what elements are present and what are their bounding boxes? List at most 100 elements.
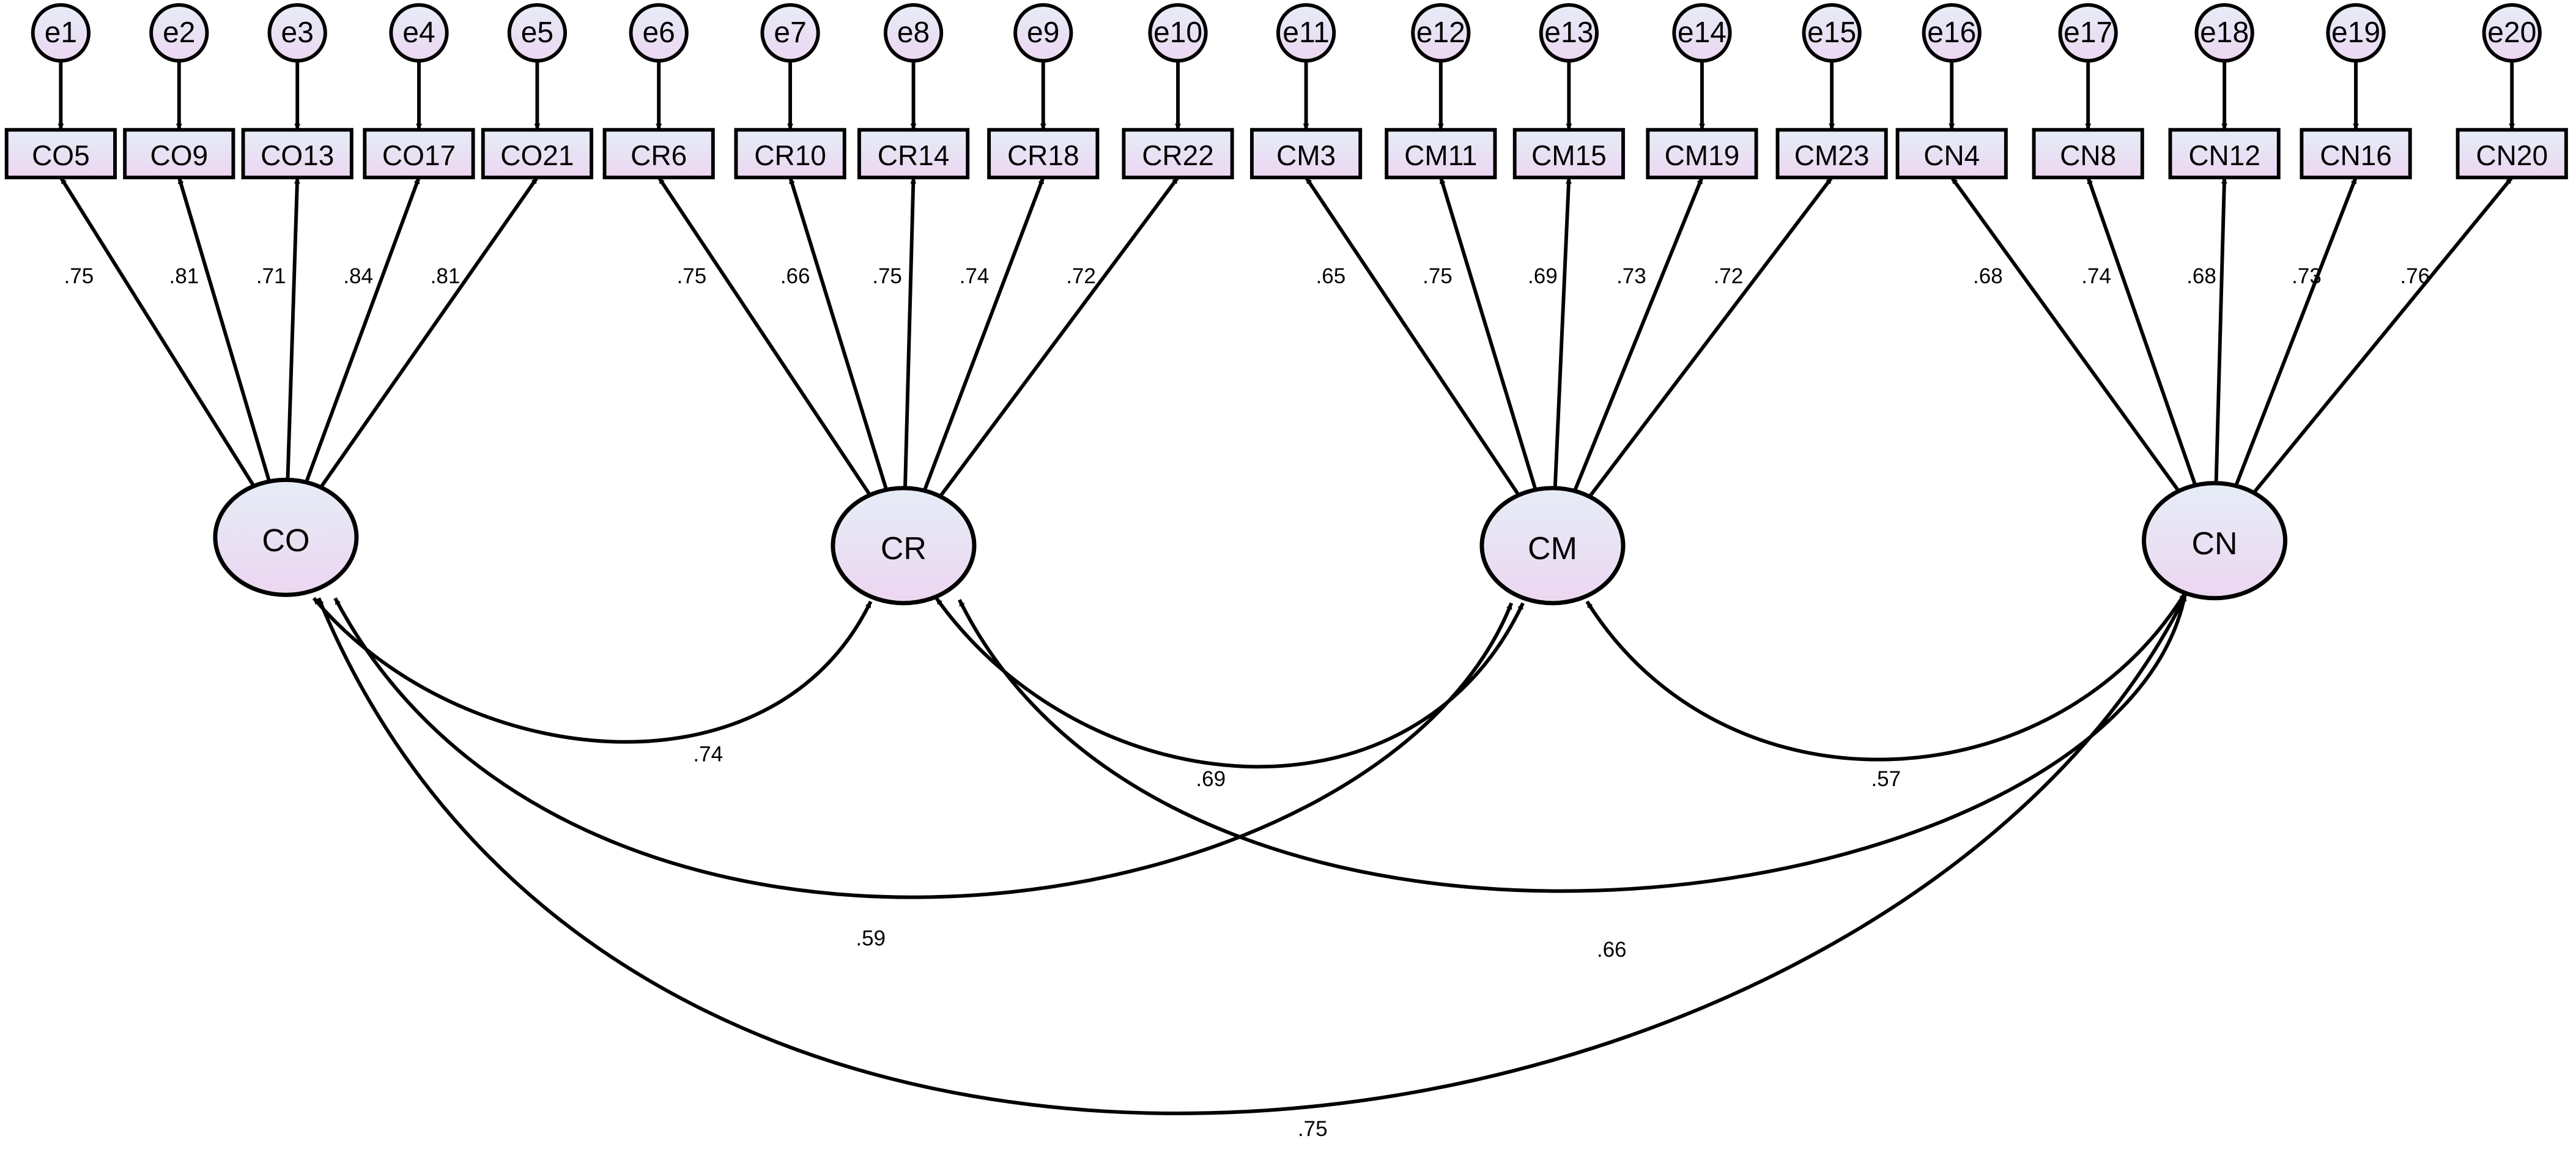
error-term-label: e17 [2063, 17, 2112, 49]
label-layer: e1CO5e2CO9e3CO13e4CO17e5CO21e6CR6e7CR10e… [32, 17, 2548, 1141]
indicator-label: CO13 [261, 139, 334, 171]
indicator-label: CM15 [1531, 139, 1607, 171]
error-term-label: e20 [2487, 17, 2536, 49]
error-term-node [2326, 3, 2386, 63]
loading-label: .75 [64, 264, 94, 288]
loading-path-arrow [938, 176, 1180, 498]
loading-path-arrow [657, 176, 872, 496]
loading-label: .75 [872, 264, 902, 288]
loading-label: .66 [780, 264, 810, 288]
correlation-label: .69 [1196, 767, 1226, 791]
error-term-node [760, 3, 820, 63]
latent-factor-label: CO [262, 523, 309, 559]
loading-label: .81 [169, 264, 199, 288]
error-term-label: e10 [1153, 17, 1202, 49]
indicator-box [2456, 128, 2568, 180]
correlation-label: .75 [1298, 1117, 1328, 1141]
error-term-node [1411, 3, 1471, 63]
error-term-node [267, 3, 327, 63]
loading-path-arrow [903, 177, 917, 488]
error-term-node [507, 3, 568, 63]
indicator-label: CM19 [1665, 139, 1740, 171]
correlation-curve [935, 597, 1525, 769]
error-term-label: e9 [1027, 17, 1059, 49]
indicator-label: CN8 [2060, 139, 2116, 171]
loading-path-arrow [788, 177, 889, 491]
loading-path-arrow [2252, 176, 2514, 494]
indicator-box [1895, 128, 2008, 180]
error-term-node [31, 3, 91, 63]
latent-factor-node [831, 486, 977, 606]
loading-path-arrow [319, 176, 539, 489]
error-term-node [1922, 3, 1982, 63]
error-term-label: e15 [1807, 17, 1856, 49]
loading-label: .81 [431, 264, 461, 288]
error-term-node [883, 3, 944, 63]
error-term-label: e11 [1282, 17, 1330, 49]
error-term-node [1276, 3, 1336, 63]
indicator-box [2300, 128, 2412, 180]
correlation-label: .59 [856, 926, 886, 950]
indicator-label: CO5 [32, 139, 90, 171]
error-term-label: e4 [402, 17, 435, 49]
indicator-box [1122, 128, 1234, 180]
indicator-box [602, 128, 715, 180]
error-term-label: e12 [1416, 17, 1465, 49]
indicator-label: CO21 [500, 139, 574, 171]
indicator-box [734, 128, 846, 180]
loading-label: .75 [677, 264, 707, 288]
error-term-label: e8 [897, 17, 930, 49]
correlation-curve [312, 596, 873, 744]
latent-factor-label: CR [881, 531, 927, 566]
error-term-node [1013, 3, 1073, 63]
latent-factor-label: CN [2191, 526, 2237, 562]
indicator-label: CN4 [1923, 139, 1980, 171]
node-layer [4, 3, 2568, 606]
path-layer [57, 61, 2515, 1115]
loading-path-arrow [286, 177, 300, 480]
indicator-box [987, 128, 1100, 180]
loading-label: .69 [1528, 264, 1558, 288]
indicator-label: CN20 [2476, 139, 2548, 171]
loading-label: .73 [2292, 264, 2322, 288]
correlation-label: .66 [1597, 938, 1627, 962]
indicator-box [4, 128, 117, 180]
loading-label: .71 [256, 264, 286, 288]
loading-path-arrow [2214, 177, 2227, 483]
error-term-node [1148, 3, 1208, 63]
indicator-box [1249, 128, 1363, 180]
indicator-label: CM11 [1404, 139, 1477, 171]
error-term-node [149, 3, 209, 63]
loading-label: .72 [1066, 264, 1096, 288]
indicator-box [1646, 128, 1758, 180]
error-term-node [2058, 3, 2118, 63]
error-term-node [629, 3, 689, 63]
indicator-box [1385, 128, 1497, 180]
loading-label: .68 [2186, 264, 2216, 288]
indicator-label: CN12 [2188, 139, 2260, 171]
error-term-label: e16 [1927, 17, 1976, 49]
error-term-node [1672, 3, 1732, 63]
error-term-label: e2 [163, 17, 195, 49]
error-term-label: e7 [774, 17, 806, 49]
correlation-curve [333, 597, 1514, 899]
error-term-node [2194, 3, 2254, 63]
latent-factor-label: CM [1528, 531, 1577, 566]
indicator-box [857, 128, 970, 180]
loading-label: .74 [2081, 264, 2111, 288]
loading-label: .72 [1714, 264, 1744, 288]
error-term-label: e3 [281, 17, 314, 49]
error-term-node [389, 3, 449, 63]
loading-label: .74 [960, 264, 990, 288]
loading-label: .65 [1316, 264, 1346, 288]
latent-factor-node [213, 477, 359, 597]
correlation-curve [317, 595, 2187, 1115]
loading-path-arrow [2234, 177, 2358, 487]
correlation-label: .74 [693, 742, 723, 766]
loading-path-arrow [59, 176, 256, 488]
loading-path-arrow [1305, 176, 1520, 496]
indicator-label: CO17 [382, 139, 456, 171]
indicator-label: CN16 [2320, 139, 2392, 171]
loading-path-arrow [922, 177, 1045, 492]
loading-path-arrow [1588, 176, 1834, 498]
